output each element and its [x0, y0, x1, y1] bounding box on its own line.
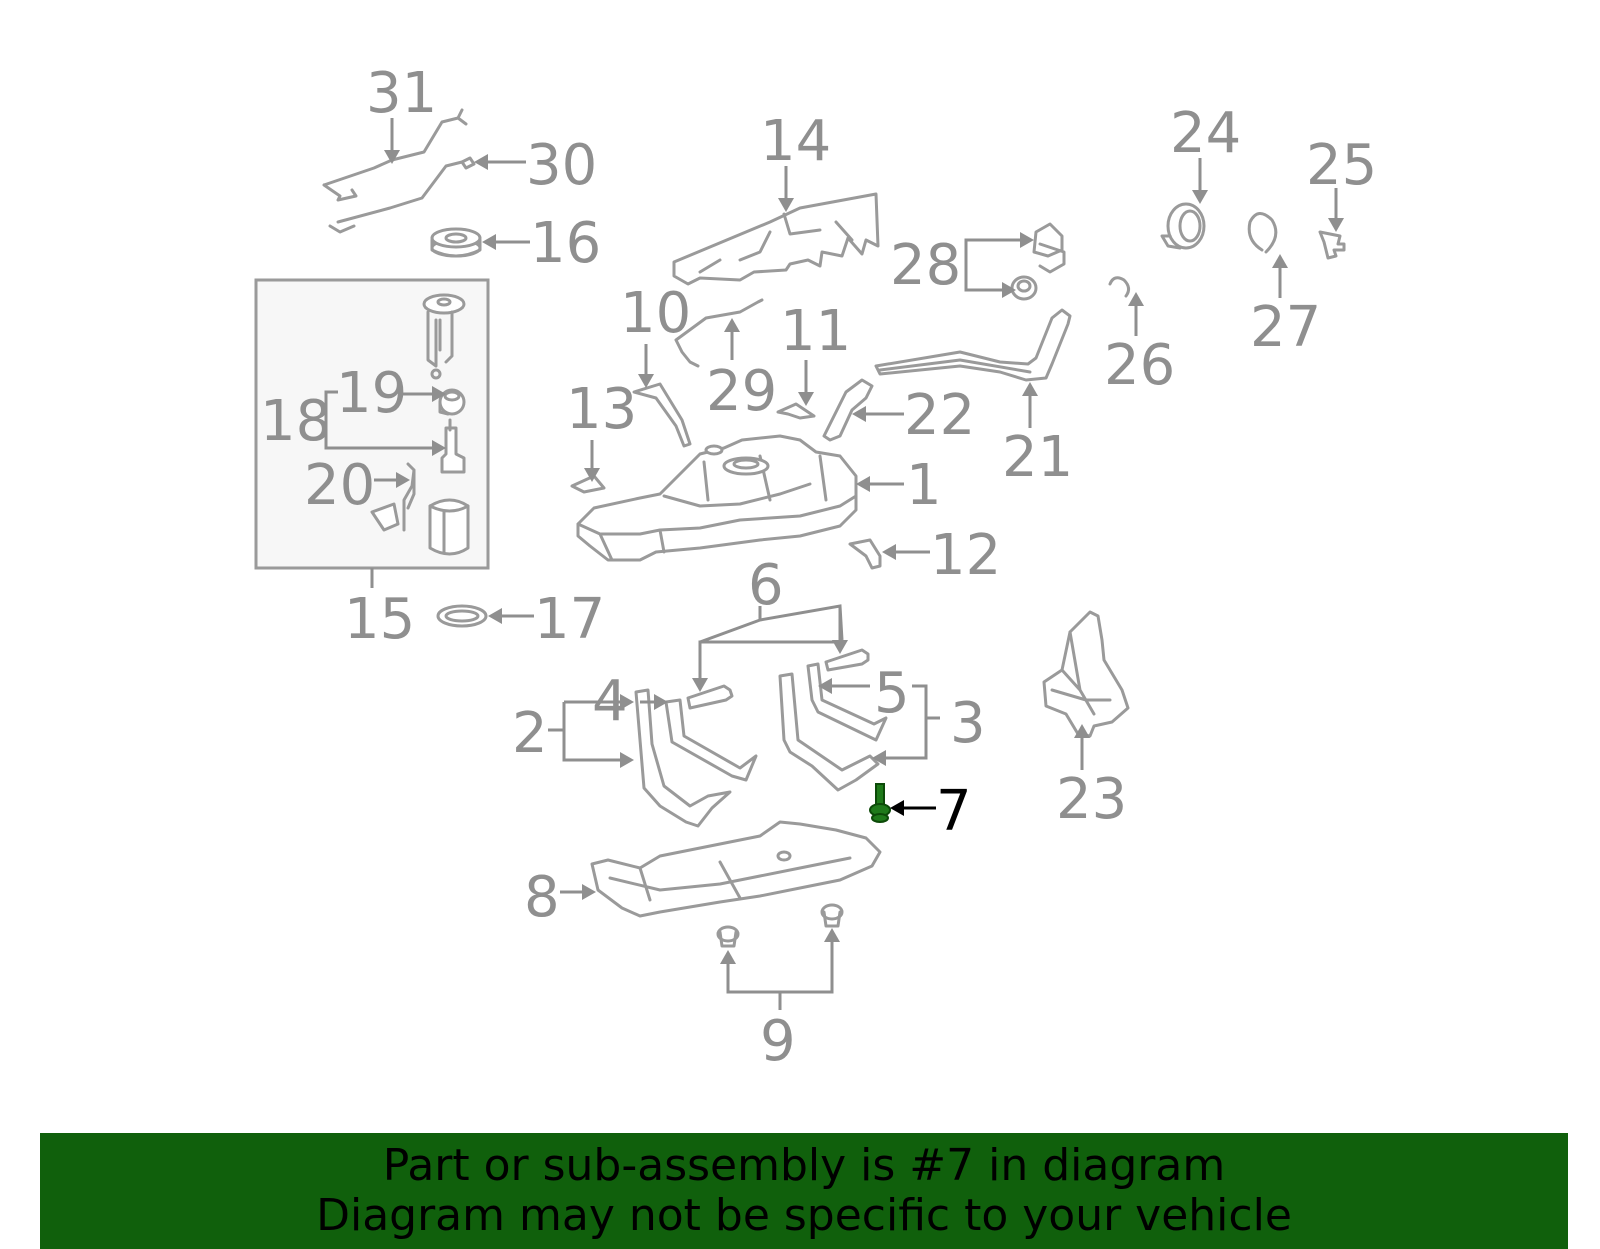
callout-15: 15: [344, 587, 415, 652]
callout-22: 22: [904, 383, 975, 448]
part-28-grommet: [1010, 275, 1038, 301]
callout-8: 8: [524, 865, 560, 930]
part-5-tank-strap: [806, 662, 888, 742]
part-1-fuel-tank: [576, 434, 858, 562]
part-24-fuel-door-housing: [1160, 202, 1206, 250]
part-3-tank-strap: [778, 672, 880, 792]
callout-11: 11: [780, 299, 851, 364]
callout-19: 19: [336, 361, 407, 426]
part-15-fuel-pump-assembly: [422, 293, 466, 380]
part-19-fuel-filter: [438, 388, 466, 416]
part-7-bolt-highlighted: [869, 783, 891, 823]
callout-24: 24: [1170, 101, 1241, 166]
callout-2: 2: [512, 701, 548, 766]
part-27-seal: [1247, 212, 1278, 254]
part-26-clip: [1108, 276, 1131, 298]
callout-3: 3: [950, 691, 986, 756]
callout-14: 14: [760, 109, 831, 174]
callout-13: 13: [566, 377, 637, 442]
callout-10: 10: [620, 281, 691, 346]
leader-lines: [324, 118, 1344, 1010]
part-22-filler-hose: [822, 378, 874, 442]
part-30-line-fitting: [328, 156, 476, 234]
callout-26: 26: [1104, 333, 1175, 398]
part-20-fuel-sender: [370, 462, 416, 532]
banner-line-part: Part or sub-assembly is #7 in diagram: [382, 1140, 1226, 1191]
part-13-pad: [570, 474, 606, 494]
callout-20: 20: [304, 453, 375, 518]
callout-29: 29: [706, 359, 777, 424]
callout-27: 27: [1250, 295, 1321, 360]
callout-1: 1: [906, 453, 942, 518]
info-banner: Part or sub-assembly is #7 in diagram Di…: [40, 1133, 1568, 1249]
part-17-gasket: [436, 604, 488, 628]
part-23-splash-shield: [1042, 610, 1130, 738]
callout-9: 9: [760, 1009, 796, 1074]
part-29-wire-harness: [674, 298, 764, 368]
callout-5: 5: [874, 661, 910, 726]
callout-30: 30: [526, 133, 597, 198]
part-16-lock-ring: [430, 227, 482, 258]
part-fuel-strainer-cup: [428, 498, 470, 556]
part-25-retainer: [1318, 230, 1346, 260]
part-8-skid-plate: [590, 820, 882, 918]
part-6-bolt-left: [686, 684, 734, 710]
callout-labels: 31 30 16 14 10 29 11 13 22 21 1 12 28 24…: [260, 61, 1377, 1074]
part-2-tank-strap: [634, 688, 732, 828]
callout-17: 17: [534, 587, 605, 652]
callout-7: 7: [936, 779, 972, 844]
callout-12: 12: [930, 523, 1001, 588]
part-31-fuel-line: [322, 108, 468, 224]
parts-diagram: 31 30 16 14 10 29 11 13 22 21 1 12 28 24…: [254, 61, 1377, 1074]
part-14-heat-insulator: [672, 192, 880, 286]
callout-6: 6: [748, 553, 784, 618]
callout-28: 28: [890, 233, 961, 298]
part-18-fuel-pump: [440, 418, 466, 474]
callout-25: 25: [1306, 133, 1377, 198]
callout-4: 4: [592, 669, 628, 734]
callout-31: 31: [366, 61, 437, 126]
part-28-filler-cap: [1032, 222, 1066, 274]
part-6-bolt-right: [824, 648, 870, 672]
callout-23: 23: [1056, 767, 1127, 832]
banner-line-disclaimer: Diagram may not be specific to your vehi…: [316, 1190, 1292, 1241]
callout-21: 21: [1002, 425, 1073, 490]
part-4-tank-strap: [664, 698, 758, 782]
part-12-bracket: [848, 538, 882, 570]
part-9-grommet-left: [716, 925, 740, 948]
callout-18: 18: [260, 389, 331, 454]
part-21-filler-pipe: [874, 308, 1072, 382]
callout-16: 16: [530, 211, 601, 276]
part-13-tank-protector: [632, 382, 692, 448]
part-9-grommet-right: [820, 903, 844, 928]
part-11-pad: [776, 402, 816, 420]
